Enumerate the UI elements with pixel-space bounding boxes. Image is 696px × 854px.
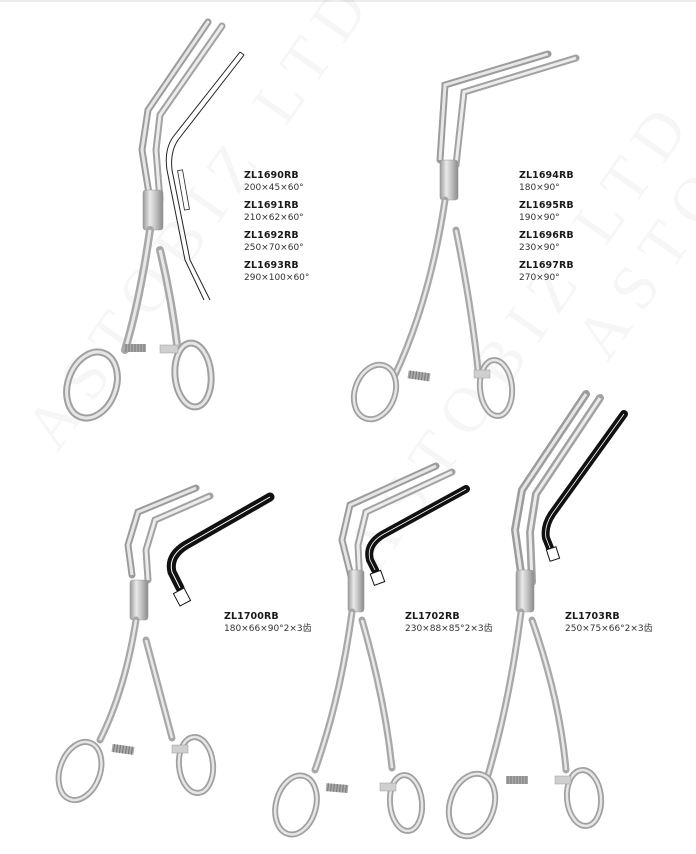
spec-entry: ZL1690RB 200×45×60° (244, 169, 309, 195)
product-dimensions: 230×90° (519, 243, 560, 253)
product-code: ZL1694RB (519, 170, 574, 181)
spec-entry: ZL1693RB 290×100×60° (244, 259, 309, 285)
product-dimensions: 250×70×60° (244, 243, 304, 253)
spec-group-1: ZL1690RB 200×45×60° ZL1691RB 210×62×60° … (244, 169, 309, 289)
product-code: ZL1690RB (244, 170, 299, 181)
spec-entry: ZL1702RB 230×88×85°2×3齿 (405, 610, 493, 636)
spec-entry: ZL1695RB 190×90° (519, 199, 574, 225)
product-dimensions: 290×100×60° (244, 273, 310, 283)
spec-group-4: ZL1702RB 230×88×85°2×3齿 (405, 610, 493, 640)
spec-entry: ZL1703RB 250×75×66°2×3齿 (565, 610, 653, 636)
spec-entry: ZL1691RB 210×62×60° (244, 199, 309, 225)
product-dimensions: 250×75×66°2×3齿 (565, 624, 653, 634)
clamp-illustration-4 (272, 462, 470, 838)
product-code: ZL1691RB (244, 200, 299, 211)
spec-entry: ZL1692RB 250×70×60° (244, 229, 309, 255)
product-code: ZL1703RB (565, 611, 620, 622)
product-dimensions: 230×88×85°2×3齿 (405, 624, 493, 634)
product-code: ZL1697RB (519, 260, 574, 271)
spec-entry: ZL1700RB 180×66×90°2×3齿 (224, 610, 312, 636)
product-code: ZL1695RB (519, 200, 574, 211)
clamp-illustration-3 (55, 484, 275, 804)
clamp-illustration-2 (350, 50, 580, 423)
product-dimensions: 180×66×90°2×3齿 (224, 624, 312, 634)
product-dimensions: 190×90° (519, 213, 560, 223)
product-code: ZL1693RB (244, 260, 299, 271)
product-code: ZL1696RB (519, 230, 574, 241)
spec-entry: ZL1696RB 230×90° (519, 229, 574, 255)
spec-group-3: ZL1700RB 180×66×90°2×3齿 (224, 610, 312, 640)
product-dimensions: 180×90° (519, 183, 560, 193)
spec-entry: ZL1697RB 270×90° (519, 259, 574, 285)
top-rule (0, 0, 696, 2)
product-code: ZL1702RB (405, 611, 460, 622)
product-code: ZL1700RB (224, 611, 279, 622)
spec-group-5: ZL1703RB 250×75×66°2×3齿 (565, 610, 653, 640)
clamp-illustration-5 (445, 390, 628, 840)
clamp-illustration-1 (63, 18, 245, 422)
product-dimensions: 200×45×60° (244, 183, 304, 193)
product-dimensions: 270×90° (519, 273, 560, 283)
spec-group-2: ZL1694RB 180×90° ZL1695RB 190×90° ZL1696… (519, 169, 574, 289)
product-code: ZL1692RB (244, 230, 299, 241)
spec-entry: ZL1694RB 180×90° (519, 169, 574, 195)
product-dimensions: 210×62×60° (244, 213, 304, 223)
